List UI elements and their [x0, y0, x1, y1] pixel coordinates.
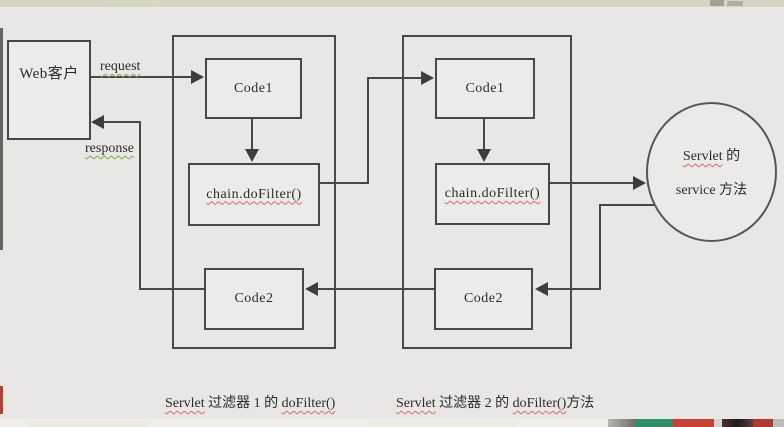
bottom-strip-green-tint-2	[368, 420, 518, 427]
web-client-label: Web客户	[19, 66, 79, 82]
filter1-chain-dofilter-label: chain.doFilter()	[206, 186, 302, 202]
response-line-to-client	[103, 121, 141, 123]
servlet-word: Servlet	[682, 149, 723, 164]
response-line-vertical	[139, 121, 141, 290]
filter1-code1-to-chain-line	[251, 119, 253, 151]
top-band-dark-segment-2	[727, 1, 743, 6]
bottom-strip-green-tint-1	[28, 420, 148, 427]
filter2-frame	[402, 35, 572, 349]
filter1-chain-exit-line	[320, 182, 369, 184]
top-border-band	[0, 0, 784, 7]
request-arrowhead-icon	[191, 70, 204, 84]
servlet-exit-line	[600, 204, 654, 206]
bottom-strip-red-segment-1	[673, 419, 714, 427]
filter2-caption: Servlet 过滤器 2 的 doFilter()方法	[396, 392, 594, 412]
bottom-strip-teal-segment	[636, 419, 673, 427]
filter2-to-filter1-code2-line	[317, 288, 434, 290]
filter1-caption: Servlet 过滤器 1 的 doFilter()	[165, 392, 335, 412]
request-label: request	[100, 59, 141, 74]
filter2-code2-entry-line	[547, 288, 601, 290]
filter2-code1-box: Code1	[435, 58, 535, 119]
bottom-strip-gray-segment	[608, 419, 636, 427]
filter2-caption-dofilter: doFilter()	[512, 396, 567, 411]
bottom-strip-dark-segment	[722, 419, 753, 427]
filter2-chain-dofilter-box: chain.doFilter()	[435, 163, 550, 225]
servlet-circle-line1: Servlet 的	[683, 145, 740, 165]
servlet-circle-line2: service 方法	[675, 183, 748, 198]
web-client-box: Web客户	[7, 40, 91, 140]
left-edge-red-strip	[0, 386, 3, 414]
filter1-caption-middle: 过滤器 1 的	[204, 396, 282, 411]
top-band-dark-segment-1	[710, 0, 724, 6]
filter2-code1-entry-line	[367, 77, 422, 79]
response-label: response	[85, 141, 134, 156]
filter2-code2-arrowhead-icon	[535, 282, 548, 296]
top-band-green-segment	[110, 0, 158, 6]
servlet-entry-arrowhead-icon	[633, 176, 646, 190]
response-line-from-code2	[139, 288, 204, 290]
bottom-strip-red-segment-2	[753, 419, 773, 427]
request-line	[91, 76, 192, 78]
filter1-to-filter2-vertical-line	[367, 77, 369, 184]
filter1-code2-arrowhead-icon	[305, 282, 318, 296]
filter2-code1-arrowhead-icon	[421, 71, 434, 85]
response-arrowhead-icon	[91, 115, 104, 129]
filter2-chain-dofilter-label: chain.doFilter()	[444, 186, 541, 201]
left-edge-strip	[0, 28, 3, 250]
filter2-code1-to-chain-line	[483, 119, 485, 151]
bottom-strip-light-gap	[714, 419, 722, 427]
servlet-word-suffix: 的	[722, 149, 741, 164]
filter2-code2-box: Code2	[434, 268, 533, 330]
filter2-caption-middle: 过滤器 2 的	[435, 396, 513, 411]
filter1-code1-to-chain-arrowhead-icon	[245, 149, 259, 162]
servlet-return-vertical-line	[599, 204, 601, 290]
filter1-chain-dofilter-box: chain.doFilter()	[188, 163, 320, 226]
filter1-code1-label: Code1	[233, 80, 274, 96]
servlet-service-circle: Servlet 的 service 方法	[646, 102, 777, 242]
filter1-code2-box: Code2	[204, 268, 304, 330]
filter1-caption-dofilter: doFilter()	[281, 396, 336, 411]
bottom-strip-end-segment	[773, 419, 784, 427]
filter2-caption-suffix: 方法	[566, 396, 595, 411]
filter1-code2-label: Code2	[234, 291, 274, 306]
filter2-code1-label: Code1	[465, 80, 505, 96]
filter1-frame	[172, 35, 336, 349]
filter2-caption-servlet: Servlet	[396, 396, 436, 411]
filter2-chain-to-servlet-line	[550, 182, 634, 184]
filter2-code2-label: Code2	[463, 291, 504, 306]
filter2-code1-to-chain-arrowhead-icon	[477, 149, 491, 162]
filter1-code1-box: Code1	[205, 58, 302, 119]
filter1-caption-servlet: Servlet	[165, 396, 205, 411]
